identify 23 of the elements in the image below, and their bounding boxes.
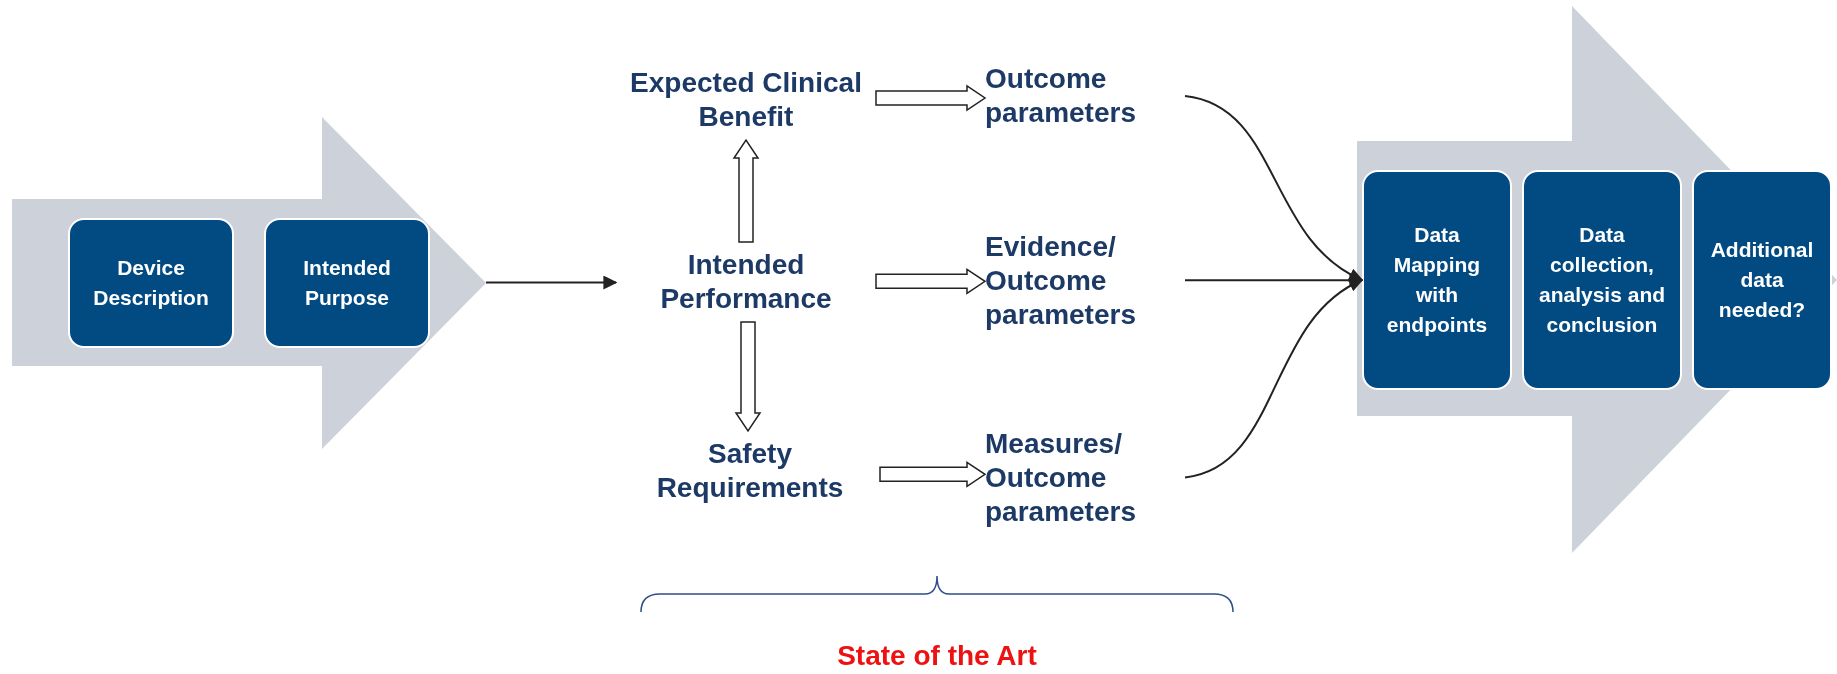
hollow-arrow bbox=[734, 321, 762, 433]
process-box: Intended Purpose bbox=[264, 218, 430, 348]
large-arrow-shape bbox=[1357, 6, 1837, 553]
hollow-arrow bbox=[879, 460, 987, 488]
arrow bbox=[1184, 273, 1364, 288]
arrow bbox=[485, 275, 618, 290]
node-text: Evidence/ Outcome parameters bbox=[985, 223, 1185, 338]
process-box: Additional data needed? bbox=[1692, 170, 1832, 390]
hollow-arrow bbox=[875, 84, 987, 112]
node-text: Measures/ Outcome parameters bbox=[985, 420, 1185, 535]
hollow-arrow bbox=[875, 267, 987, 295]
node-text: Expected Clinical Benefit bbox=[616, 60, 876, 140]
section-label: State of the Art bbox=[836, 640, 1038, 672]
large-arrow-shape bbox=[12, 117, 486, 449]
node-text: Intended Performance bbox=[616, 242, 876, 322]
process-box: Device Description bbox=[68, 218, 234, 348]
arrow bbox=[1184, 95, 1364, 281]
arrow bbox=[1184, 279, 1364, 479]
node-text: Safety Requirements bbox=[620, 431, 880, 511]
hollow-arrow bbox=[732, 138, 760, 243]
process-box: Data collection, analysis and conclusion bbox=[1522, 170, 1682, 390]
process-box: Data Mapping with endpoints bbox=[1362, 170, 1512, 390]
node-text: Outcome parameters bbox=[985, 56, 1185, 136]
